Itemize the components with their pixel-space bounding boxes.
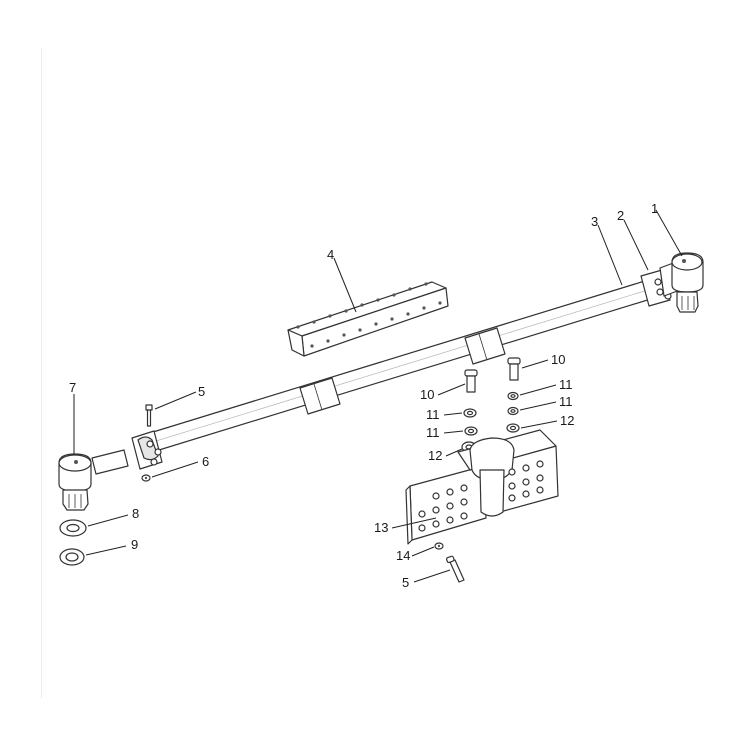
- callout-7: 7: [69, 380, 76, 395]
- bolt-5-left: [145, 404, 153, 427]
- callout-11c: 11: [559, 377, 573, 392]
- callout-5a: 5: [198, 384, 205, 399]
- bolt-10-right: [507, 357, 521, 381]
- bolt-5-bottom: [445, 555, 465, 583]
- callout-12b: 12: [560, 413, 574, 428]
- leader-8: [87, 514, 129, 527]
- leader-11a: [443, 412, 463, 416]
- washer-9: [59, 548, 85, 566]
- tube-sleeve-left: [299, 377, 341, 415]
- leader-10b: [521, 359, 549, 369]
- leader-13: [391, 517, 437, 529]
- leader-3: [597, 224, 623, 286]
- leader-5b: [413, 569, 451, 583]
- nut-6: [141, 474, 151, 482]
- callout-14: 14: [396, 548, 410, 563]
- callout-8: 8: [132, 506, 139, 521]
- mounting-bracket: [405, 429, 559, 545]
- leader-10a: [437, 383, 466, 396]
- callout-11b: 11: [426, 425, 440, 440]
- callout-4: 4: [327, 247, 334, 262]
- callout-10a: 10: [420, 387, 434, 402]
- leader-6: [151, 461, 199, 478]
- washer-11-left-lower: [464, 426, 478, 436]
- leader-11d: [519, 401, 557, 411]
- washer-8: [59, 519, 87, 537]
- ball-joint-left: [58, 449, 129, 511]
- page-edge-line: [41, 48, 42, 698]
- callout-2: 2: [617, 208, 624, 223]
- guard-plate: [287, 281, 449, 357]
- clamp-left: [131, 430, 163, 470]
- leader-lines: [73, 209, 683, 583]
- washer-11-right-lower: [507, 406, 519, 416]
- callout-13: 13: [374, 520, 388, 535]
- callout-11a: 11: [426, 407, 440, 422]
- callout-5b: 5: [402, 575, 409, 590]
- callout-3: 3: [591, 214, 598, 229]
- callout-9: 9: [131, 537, 138, 552]
- callout-6: 6: [202, 454, 209, 469]
- ball-joint-right: [659, 252, 704, 313]
- leader-4: [333, 257, 357, 313]
- leader-9: [85, 545, 127, 556]
- leader-12b: [520, 420, 558, 429]
- nut-14: [434, 542, 444, 550]
- leader-11c: [519, 384, 557, 396]
- leader-1: [655, 209, 683, 257]
- callout-12a: 12: [428, 448, 442, 463]
- leader-14: [411, 546, 435, 557]
- leader-2: [623, 219, 649, 271]
- leader-11b: [443, 430, 464, 434]
- leader-5a: [154, 391, 197, 410]
- washer-11-right-upper: [507, 391, 519, 401]
- tube-sleeve-right: [464, 327, 506, 365]
- callout-1: 1: [651, 201, 658, 216]
- callout-labels: 1 2 3 4 5 5 6 7 8 9 10 10 11 11 11 11 12…: [69, 201, 658, 590]
- callout-11d: 11: [559, 394, 573, 409]
- callout-10b: 10: [551, 352, 565, 367]
- bolt-10-left: [464, 369, 478, 393]
- leader-12a: [445, 448, 463, 457]
- washer-11-left-upper: [463, 408, 477, 418]
- washer-12-right: [506, 423, 520, 433]
